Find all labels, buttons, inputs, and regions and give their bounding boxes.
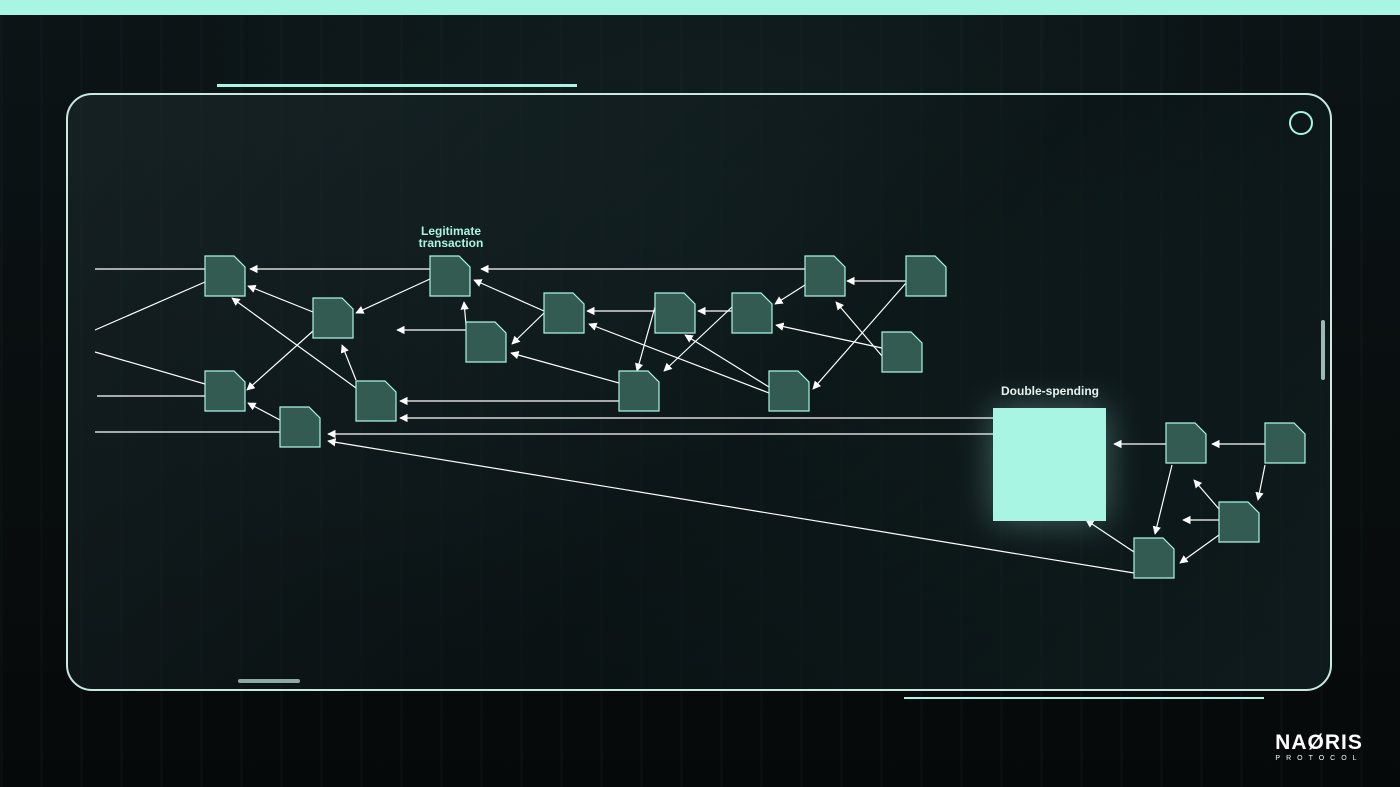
approval-edge [635,306,656,372]
transaction-node [731,292,773,334]
approval-edge [340,344,357,381]
transaction-node [768,370,810,412]
approval-edge [663,306,733,372]
approval-edge [510,350,620,384]
approval-edge [231,297,357,389]
transaction-node [905,255,947,297]
incoming-edge [94,281,206,331]
transaction-node [1133,537,1175,579]
approval-edge [1179,534,1220,564]
approval-edge [460,301,469,326]
transaction-node [429,255,471,297]
approval-edge [355,278,431,314]
double-spending-label: Double-spending [1001,384,1099,398]
transaction-node [312,297,354,339]
transaction-node [881,331,923,373]
approval-edge [1152,464,1173,535]
logo-subtitle: PROTOCOL [1275,755,1363,762]
transaction-node [804,255,846,297]
transaction-node [279,406,321,448]
transaction-node [618,370,660,412]
side-button [1321,320,1325,380]
approval-edge [835,301,883,357]
legit-label-line1: Legitimate [420,224,481,238]
approval-edge [327,438,1135,574]
logo-wordmark: NAØRIS [1275,731,1363,754]
transaction-node [1165,422,1207,464]
naoris-logo: NAØRIS PROTOCOL [1262,732,1376,764]
approval-edge [1085,519,1135,553]
transaction-node [654,292,696,334]
approval-edge [1193,479,1220,510]
legitimate-transaction-label: Legitimate transaction [395,225,507,249]
approval-edge [511,312,545,345]
transaction-node [465,321,507,363]
transaction-node [543,292,585,334]
transaction-node [204,255,246,297]
device-frame [66,93,1332,691]
approval-edge [247,402,281,421]
approval-edge [588,322,770,394]
top-accent-line [217,84,577,87]
home-indicator [238,679,300,683]
approval-edge [473,279,545,312]
legit-label-line2: transaction [418,236,484,250]
approval-edge [812,282,907,390]
approval-edge [774,284,806,305]
top-accent-bar [0,0,1400,15]
approval-edge [775,322,883,349]
approval-edge [684,334,770,388]
approval-edge [1255,464,1266,501]
double-spending-block [993,408,1106,521]
approval-edge [247,284,314,313]
bottom-accent-line [904,697,1264,699]
transaction-node [1264,422,1306,464]
camera-icon [1289,111,1313,135]
transaction-node [1218,501,1260,543]
incoming-edge [94,351,206,385]
transaction-node [204,370,246,412]
approval-edge [246,330,314,391]
transaction-node [355,380,397,422]
